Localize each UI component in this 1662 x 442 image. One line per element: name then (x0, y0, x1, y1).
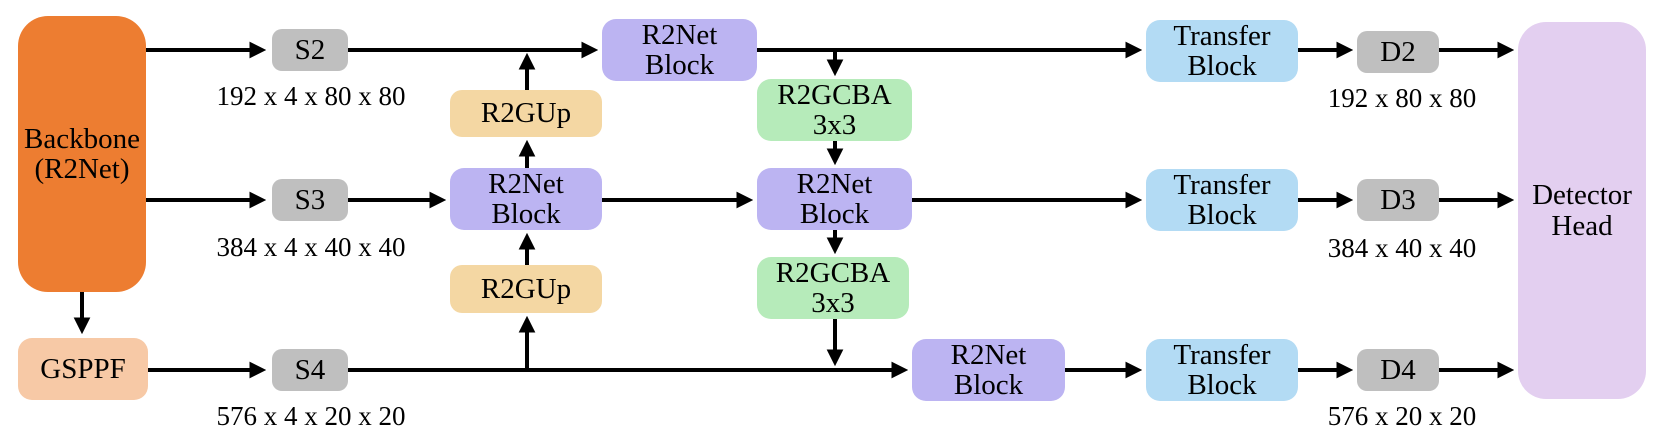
stage-s3-node: S3 (272, 179, 348, 221)
detector-head-node: Detector Head (1518, 22, 1646, 399)
r2gcba-bottom-node: R2GCBA 3x3 (757, 257, 909, 319)
transfer-block-bottom-node: Transfer Block (1146, 339, 1298, 401)
r2gup-bottom-node: R2GUp (450, 265, 602, 313)
backbone-node: Backbone (R2Net) (18, 16, 146, 292)
r2net-block-top-node: R2Net Block (602, 19, 757, 81)
d4-node: D4 (1357, 349, 1439, 391)
r2net-block-mid-left-node: R2Net Block (450, 168, 602, 230)
d2-node: D2 (1357, 31, 1439, 73)
r2net-block-mid-right-node: R2Net Block (757, 168, 912, 230)
dim-label-s4: 576 x 4 x 20 x 20 (216, 401, 406, 431)
dim-label-d4: 576 x 20 x 20 (1327, 401, 1477, 431)
dim-label-d3: 384 x 40 x 40 (1327, 233, 1477, 263)
stage-s2-node: S2 (272, 29, 348, 71)
transfer-block-top-node: Transfer Block (1146, 20, 1298, 82)
r2gcba-top-node: R2GCBA 3x3 (757, 79, 912, 141)
dim-label-s2: 192 x 4 x 80 x 80 (216, 81, 406, 111)
gsppf-node: GSPPF (18, 338, 148, 400)
d3-node: D3 (1357, 179, 1439, 221)
r2net-block-bottom-node: R2Net Block (912, 339, 1065, 401)
dim-label-d2: 192 x 80 x 80 (1327, 83, 1477, 113)
r2gup-top-node: R2GUp (450, 90, 602, 137)
dim-label-s3: 384 x 4 x 40 x 40 (216, 232, 406, 262)
transfer-block-mid-node: Transfer Block (1146, 169, 1298, 231)
stage-s4-node: S4 (272, 349, 348, 391)
